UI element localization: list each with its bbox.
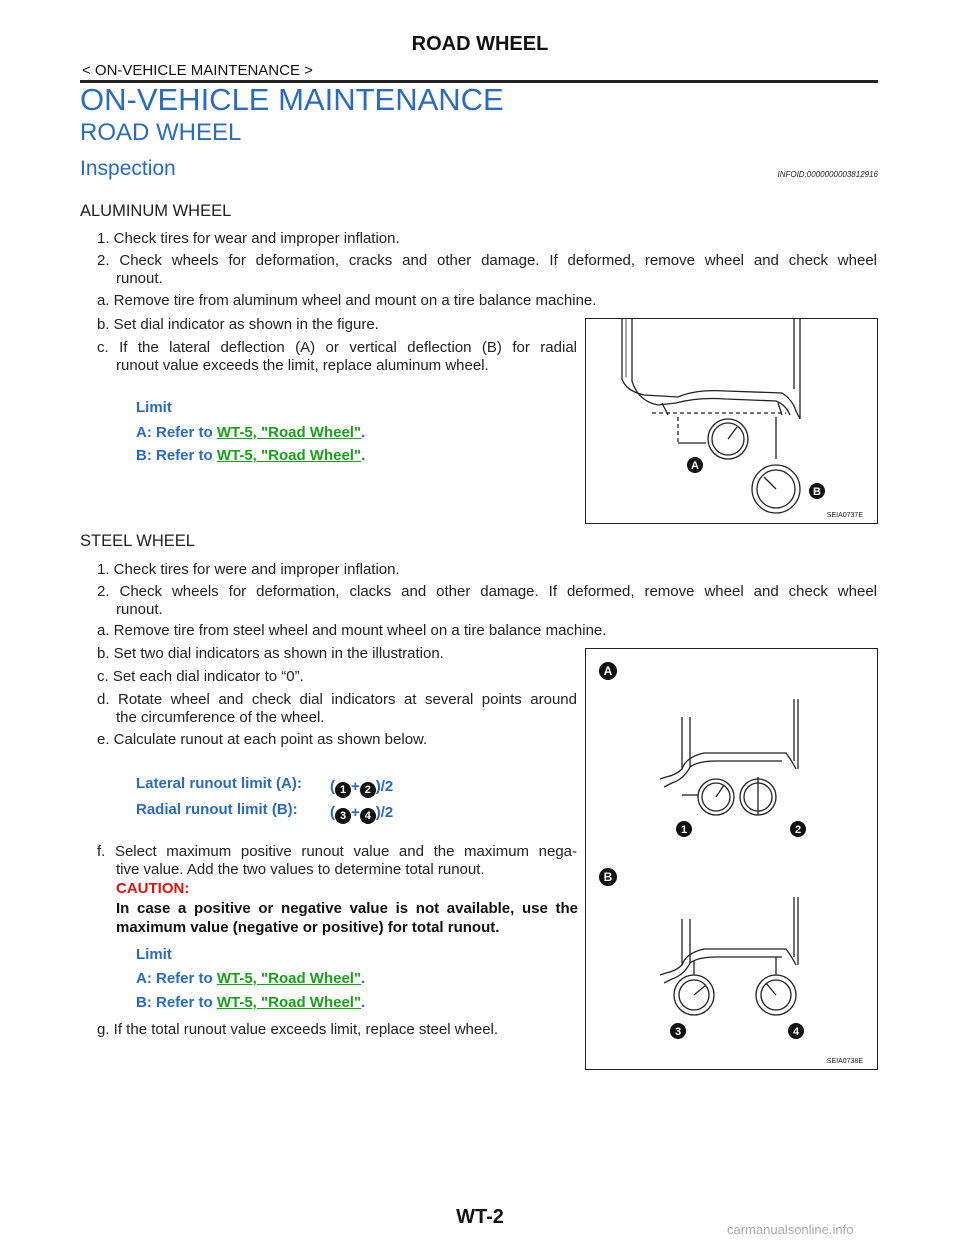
info-id: INFOID:0000000003812916 xyxy=(777,170,878,179)
steel-limit-a-link[interactable]: WT-5, "Road Wheel" xyxy=(216,970,362,987)
header-rule xyxy=(80,80,878,83)
aluminum-limit-a: A: Refer to WT-5, "Road Wheel". xyxy=(136,424,366,441)
steel-limit-b-link[interactable]: WT-5, "Road Wheel" xyxy=(216,994,362,1011)
aluminum-wheel-title: ALUMINUM WHEEL xyxy=(80,202,232,220)
steel-wheel-figure: A B xyxy=(585,648,878,1070)
steel-step-g: g. If the total runout value exceeds lim… xyxy=(97,1021,499,1038)
steel-wheel-title: STEEL WHEEL xyxy=(80,532,195,550)
fig1-label-b: B xyxy=(813,486,821,498)
fig2-label-b: B xyxy=(604,870,613,884)
num-3-icon: 3 xyxy=(335,808,351,824)
aluminum-step-c: c. If the lateral deflection (A) or vert… xyxy=(97,339,577,356)
topic-heading: Inspection xyxy=(80,157,176,180)
steel-step-f: f. Select maximum positive runout value … xyxy=(97,843,577,860)
steel-limit-label: Limit xyxy=(136,946,172,963)
steel-step-d: d. Rotate wheel and check dial indicator… xyxy=(97,691,577,708)
steel-step-1: 1. Check tires for were and improper inf… xyxy=(97,561,400,578)
num-1-icon: 1 xyxy=(335,782,351,798)
steel-step-a: a. Remove tire from steel wheel and moun… xyxy=(97,622,607,639)
steel-step-c: c. Set each dial indicator to “0”. xyxy=(97,668,304,685)
num-2-icon: 2 xyxy=(359,782,376,798)
steel-step-2: 2. Check wheels for deformation, clacks … xyxy=(97,583,877,600)
subsection-heading: ROAD WHEEL xyxy=(80,119,242,146)
aluminum-limit-label: Limit xyxy=(136,399,172,416)
steel-step-b: b. Set two dial indicators as shown in t… xyxy=(97,645,444,662)
lateral-runout-formula: (1+2)/2 xyxy=(330,778,394,798)
fig2-num-4: 4 xyxy=(793,1026,800,1038)
fig2-label-a: A xyxy=(604,664,613,678)
num-4-icon: 4 xyxy=(359,808,376,824)
caution-text-1: In case a positive or negative value is … xyxy=(116,900,578,917)
figure-id-2: SEIA0738E xyxy=(826,1058,863,1065)
watermark: carmanualsonline.info xyxy=(727,1222,854,1237)
section-heading: ON-VEHICLE MAINTENANCE xyxy=(80,82,504,117)
steel-step-f-cont: tive value. Add the two values to determ… xyxy=(116,861,485,878)
fig2-num-3: 3 xyxy=(675,1026,681,1038)
caution-text-2: maximum value (negative or positive) for… xyxy=(116,919,500,936)
aluminum-step-2: 2. Check wheels for deformation, cracks … xyxy=(97,252,877,269)
limit-a-link[interactable]: WT-5, "Road Wheel" xyxy=(216,424,362,441)
aluminum-step-1: 1. Check tires for wear and improper inf… xyxy=(97,230,400,247)
fig2-num-2: 2 xyxy=(795,824,801,836)
radial-runout-label: Radial runout limit (B): xyxy=(136,801,298,818)
radial-runout-formula: (3+4)/2 xyxy=(330,804,394,824)
aluminum-step-b: b. Set dial indicator as shown in the fi… xyxy=(97,316,379,333)
lateral-runout-label: Lateral runout limit (A): xyxy=(136,775,302,792)
fig1-label-a: A xyxy=(691,460,699,472)
figure-id: SEIA0737E xyxy=(826,512,863,519)
aluminum-wheel-figure: A B SEIA0737E xyxy=(585,318,878,524)
aluminum-step-2-cont: runout. xyxy=(116,270,163,287)
aluminum-wheel-illustration: A B xyxy=(621,319,825,514)
aluminum-step-a: a. Remove tire from aluminum wheel and m… xyxy=(97,292,597,309)
steel-wheel-illustration: A B xyxy=(599,662,806,1039)
steel-limit-a: A: Refer to WT-5, "Road Wheel". xyxy=(136,970,366,987)
aluminum-step-c-cont: runout value exceeds the limit, replace … xyxy=(116,357,489,374)
steel-step-e: e. Calculate runout at each point as sho… xyxy=(97,731,428,748)
header-title: ROAD WHEEL xyxy=(411,33,549,55)
steel-limit-b: B: Refer to WT-5, "Road Wheel". xyxy=(136,994,366,1011)
breadcrumb: < ON-VEHICLE MAINTENANCE > xyxy=(82,62,313,79)
fig2-num-1: 1 xyxy=(681,824,687,836)
steel-step-d-cont: the circumference of the wheel. xyxy=(116,709,325,726)
page-number: WT-2 xyxy=(456,1206,504,1228)
aluminum-limit-b: B: Refer to WT-5, "Road Wheel". xyxy=(136,447,366,464)
steel-step-2-cont: runout. xyxy=(116,601,163,618)
caution-label: CAUTION: xyxy=(116,880,190,897)
limit-b-link[interactable]: WT-5, "Road Wheel" xyxy=(216,447,362,464)
